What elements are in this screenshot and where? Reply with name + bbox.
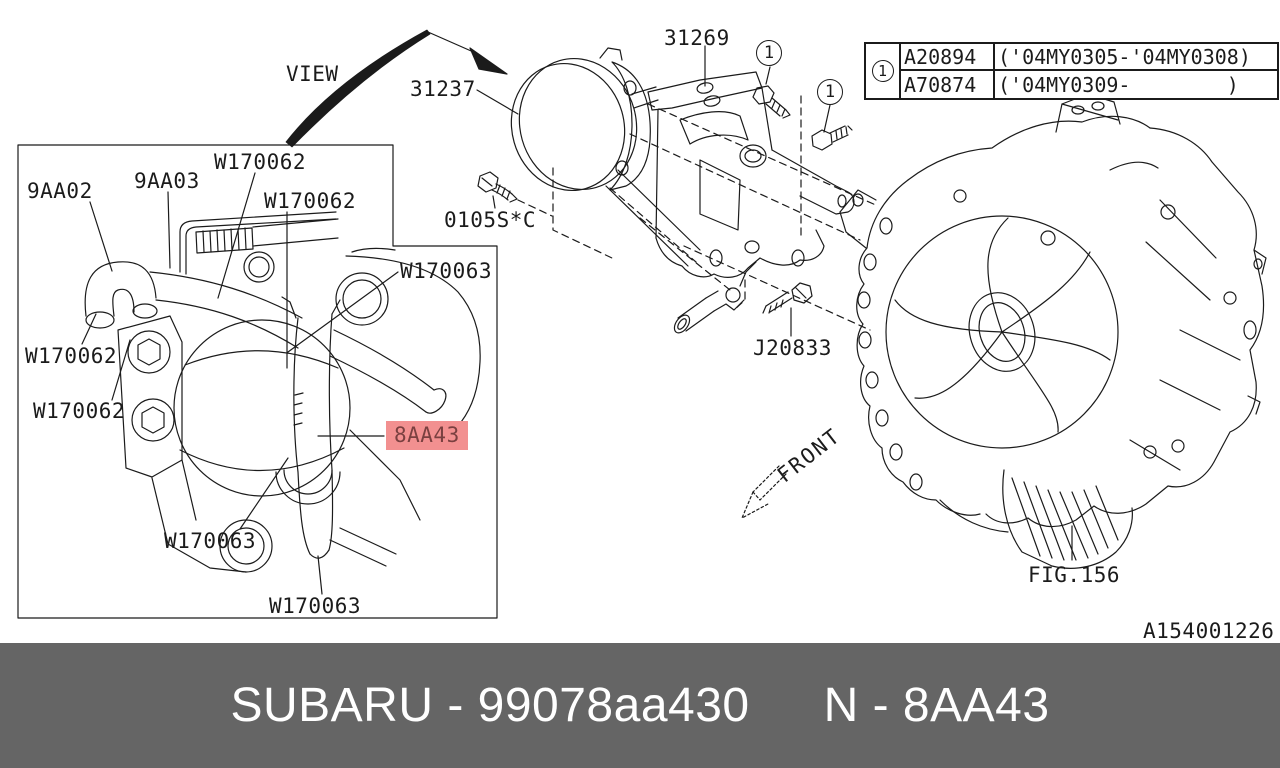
bracket-31269-drawing [605,45,855,278]
footer-part-number: SUBARU - 99078aa430 [230,679,750,732]
bolt-callout1-a-drawing [752,66,791,119]
drawing-number-label: A154001226 [1143,619,1275,643]
bolt-callout1-b-drawing [811,104,853,151]
view-direction-arrow [285,29,508,148]
bolt-0105sc-drawing [477,171,518,209]
circled-one-callout-b[interactable]: 1 [817,79,843,105]
circled-one-callout-a[interactable]: 1 [756,40,782,66]
table-applicability-2: ('04MY0309- ) [993,71,1277,98]
table-applicability-1: ('04MY0305-'04MY0308) [993,44,1277,71]
table-part-no-1[interactable]: A20894 [899,44,993,71]
callout-w170063-bottom[interactable]: W170063 [269,594,362,618]
detail-view-box-outline [17,144,498,619]
callout-w170062-lower-left[interactable]: W170062 [33,399,126,423]
parts-diagram-drawing [17,29,1267,619]
callout-9aa02[interactable]: 9AA02 [27,179,93,203]
applicability-table: 1 A20894 ('04MY0305-'04MY0308) A70874 ('… [864,42,1279,100]
assembly-dashed-lines [517,95,879,331]
callout-8aa43-highlighted[interactable]: 8AA43 [386,421,468,450]
figure-ref-label[interactable]: FIG.156 [1028,563,1121,587]
pipe-and-bolt-j20833-drawing [673,261,813,337]
footer-catalog-code: N - 8AA43 [823,679,1050,732]
footer-bar: SUBARU - 99078aa430 N - 8AA43 [0,643,1280,768]
callout-w170063-right[interactable]: W170063 [400,259,493,283]
callout-9aa03[interactable]: 9AA03 [134,169,200,193]
water-pipe-assembly-drawing [84,211,481,573]
circled-one-icon: 1 [871,60,894,82]
callout-w170062-upper[interactable]: W170062 [264,189,357,213]
callout-0105sc[interactable]: 0105S*C [444,208,537,232]
callout-w170062-left[interactable]: W170062 [25,344,118,368]
cover-31237-drawing [476,47,651,192]
table-part-no-2[interactable]: A70874 [899,71,993,98]
callout-w170062-top[interactable]: W170062 [214,150,307,174]
front-direction-arrow [741,465,787,519]
transmission-case-drawing [839,93,1267,569]
callout-31269[interactable]: 31269 [664,26,730,50]
callout-w170063-bottom-left[interactable]: W170063 [164,529,257,553]
table-callout-cell: 1 [866,44,899,98]
callout-31237[interactable]: 31237 [410,77,476,101]
view-label: VIEW [286,62,339,86]
callout-j20833[interactable]: J20833 [753,336,832,360]
